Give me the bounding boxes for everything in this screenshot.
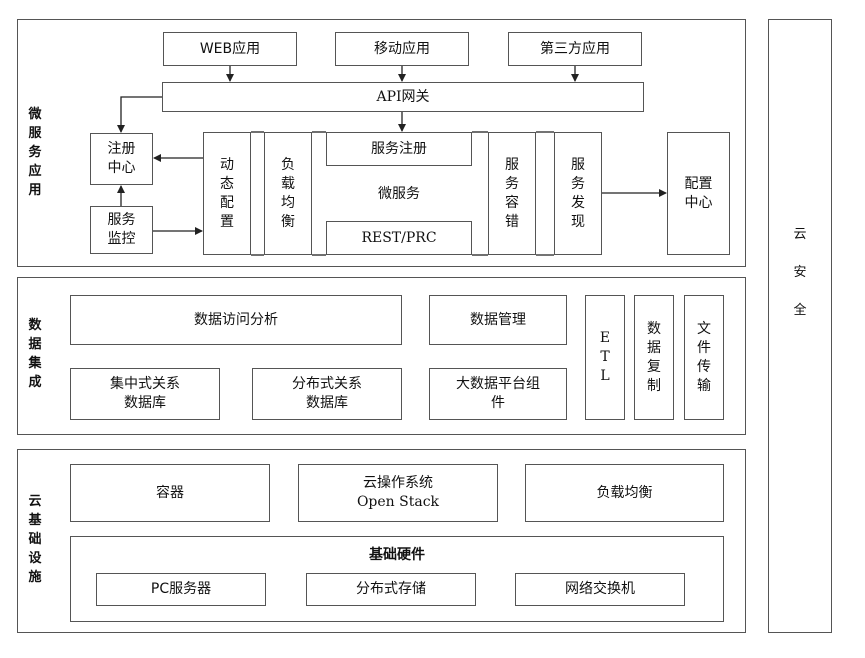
data-integration-section-label: 数 据 集 成 [28, 318, 42, 390]
data-access-box: 数据访问分析 [70, 295, 402, 345]
service-registration-box: 服务注册 [326, 132, 472, 166]
container-box: 容器 [70, 464, 270, 522]
centralized-db-text: 集中式关系 数据库 [110, 376, 180, 411]
arrow-gateway-to-registry [117, 96, 162, 133]
microservice-core-text: 微服务 [378, 186, 420, 202]
service-discovery-box: 服 务 发 现 [554, 132, 602, 255]
mobile-app-text: 移动应用 [374, 40, 430, 57]
data-management-text: 数据管理 [470, 311, 526, 328]
data-replication-box: 数 据 复 制 [634, 295, 674, 420]
service-discovery-text: 服 务 发 现 [571, 156, 585, 230]
config-center-text: 配置 中心 [684, 175, 713, 211]
network-switch-text: 网络交换机 [565, 581, 635, 597]
bigdata-platform-box: 大数据平台组 件 [429, 368, 567, 420]
service-monitor-text: 服务 监控 [107, 212, 136, 247]
dynamic-config-box: 动 态 配 置 [203, 132, 251, 255]
distributed-db-text: 分布式关系 数据库 [292, 376, 362, 411]
rest-rpc-text: REST/PRC [361, 229, 437, 246]
third-party-app-box: 第三方应用 [508, 32, 642, 66]
service-monitor-box: 服务 监控 [90, 206, 153, 254]
data-replication-text: 数 据 复 制 [647, 320, 661, 394]
distributed-storage-box: 分布式存储 [306, 573, 476, 606]
data-access-text: 数据访问分析 [194, 311, 278, 328]
registry-center-text: 注册 中心 [107, 141, 136, 176]
registry-center-box: 注册 中心 [90, 133, 153, 185]
config-center-box: 配置 中心 [667, 132, 730, 255]
web-app-text: WEB应用 [199, 40, 261, 57]
dynamic-config-text: 动 态 配 置 [220, 156, 234, 230]
file-transfer-box: 文 件 传 输 [684, 295, 724, 420]
mobile-app-box: 移动应用 [335, 32, 469, 66]
fault-tolerance-text: 服 务 容 错 [505, 156, 519, 230]
distributed-db-box: 分布式关系 数据库 [252, 368, 402, 420]
file-transfer-text: 文 件 传 输 [697, 320, 711, 394]
pc-server-text: PC服务器 [150, 581, 212, 597]
fault-tolerance-box: 服 务 容 错 [488, 132, 536, 255]
network-switch-box: 网络交换机 [515, 573, 685, 606]
distributed-storage-text: 分布式存储 [356, 581, 426, 597]
load-balance-box: 负 载 均 衡 [264, 132, 312, 255]
microservice-section-label: 微 服 务 应 用 [28, 107, 42, 198]
bigdata-platform-text: 大数据平台组 件 [456, 376, 540, 411]
data-management-box: 数据管理 [429, 295, 567, 345]
hardware-title: 基础硬件 [369, 547, 425, 563]
pc-server-box: PC服务器 [96, 573, 266, 606]
cloud-os-text: 云操作系统 Open Stack [356, 475, 440, 510]
security-panel [768, 19, 832, 633]
service-registration-text: 服务注册 [371, 140, 427, 157]
api-gateway-text: API网关 [376, 88, 430, 105]
api-gateway-box: API网关 [162, 82, 644, 112]
etl-text: E T L [599, 330, 611, 384]
infra-load-balance-text: 负载均衡 [596, 484, 653, 501]
cloud-infra-section-label: 云 基 础 设 施 [28, 494, 42, 585]
cloud-os-box: 云操作系统 Open Stack [298, 464, 498, 522]
load-balance-text: 负 载 均 衡 [281, 156, 295, 230]
web-app-box: WEB应用 [163, 32, 297, 66]
third-party-app-text: 第三方应用 [540, 40, 610, 57]
rest-rpc-box: REST/PRC [326, 221, 472, 255]
centralized-db-box: 集中式关系 数据库 [70, 368, 220, 420]
security-label: 云 安 全 [793, 227, 807, 318]
etl-box: E T L [585, 295, 625, 420]
infra-load-balance-box: 负载均衡 [525, 464, 724, 522]
container-text: 容器 [156, 484, 184, 501]
